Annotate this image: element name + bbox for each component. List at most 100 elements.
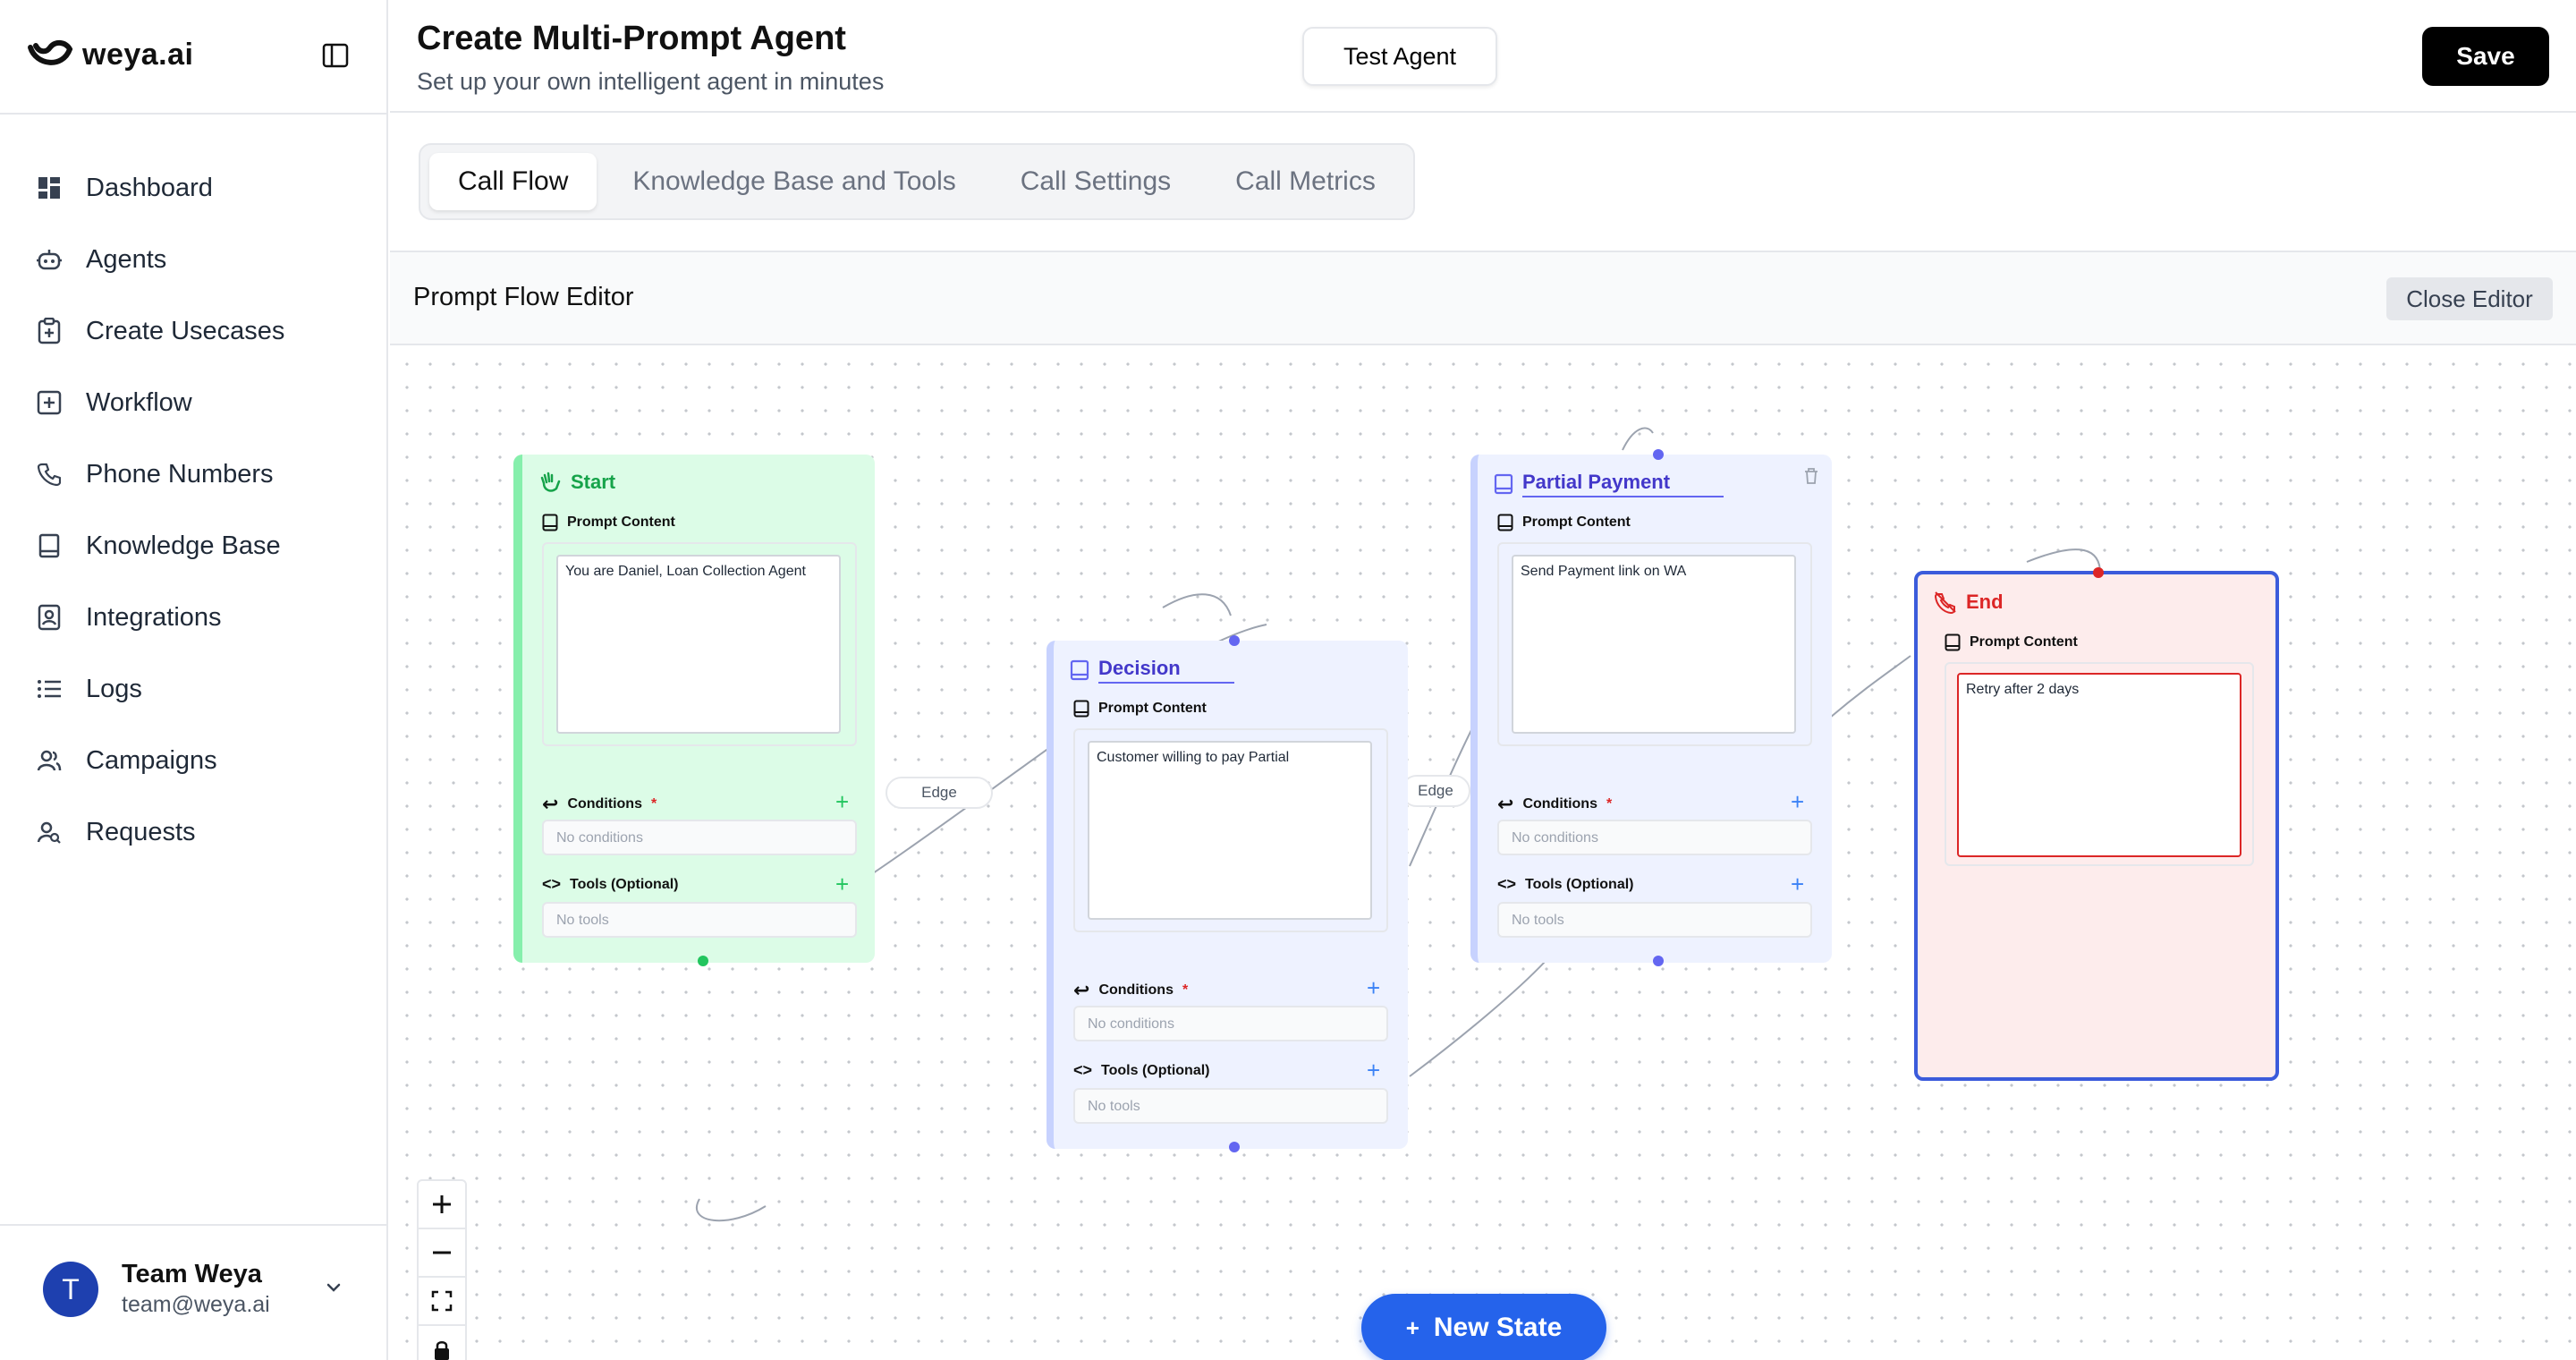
state-node-partial-payment[interactable]: Partial Payment Prompt Content Send Paym…	[1470, 449, 1832, 966]
editor-header: Prompt Flow Editor Close Editor	[390, 252, 2576, 345]
sidebar-item-workflow[interactable]: Workflow	[36, 367, 284, 438]
sidebar-item-agents[interactable]: Agents	[36, 224, 284, 295]
sidebar-item-phone-numbers[interactable]: Phone Numbers	[36, 438, 284, 510]
prompt-container	[1073, 728, 1388, 932]
sidebar-item-integrations[interactable]: Integrations	[36, 582, 284, 653]
sidebar-item-requests[interactable]: Requests	[36, 796, 284, 868]
zoom-out-button[interactable]	[419, 1229, 465, 1278]
phone-off-icon	[1934, 591, 1956, 614]
sidebar-item-logs[interactable]: Logs	[36, 653, 284, 725]
brand-name: weya.ai	[82, 37, 194, 72]
flow-canvas[interactable]: Edge Edge Start Prompt Content You are D…	[390, 347, 2576, 1360]
test-agent-button[interactable]: Test Agent	[1302, 27, 1497, 86]
sidebar-item-label: Logs	[86, 674, 142, 703]
node-handle-bottom[interactable]	[1229, 1142, 1240, 1152]
state-node-end[interactable]: End Prompt Content Retry after 2 days	[1914, 567, 2279, 1081]
sidebar-item-label: Create Usecases	[86, 316, 285, 345]
edge-label[interactable]: Edge	[886, 777, 993, 809]
add-condition-button[interactable]: +	[835, 788, 850, 815]
section-label-text: Tools (Optional)	[570, 876, 679, 892]
sidebar-divider	[0, 113, 388, 115]
sidebar-toggle-icon[interactable]	[322, 43, 349, 68]
book-icon	[1073, 700, 1089, 718]
add-condition-button[interactable]: +	[1367, 974, 1381, 1001]
section-label-text: Conditions	[1098, 982, 1174, 998]
new-state-button[interactable]: + New State	[1361, 1294, 1606, 1360]
prompt-content-label: Prompt Content	[1073, 700, 1207, 718]
sidebar-item-label: Agents	[86, 244, 167, 274]
prompt-flow-editor: Prompt Flow Editor Close Editor Edge Edg…	[390, 251, 2576, 1360]
tools-label: <> Tools (Optional)	[1497, 875, 1634, 894]
prompt-content-label: Prompt Content	[1945, 633, 2078, 651]
page-subtitle: Set up your own intelligent agent in min…	[417, 68, 885, 95]
lock-button[interactable]	[419, 1326, 465, 1360]
section-label-text: Conditions	[567, 796, 642, 812]
node-title-text: Start	[571, 471, 616, 493]
add-tool-button[interactable]: +	[1367, 1057, 1381, 1084]
tools-label: <> Tools (Optional)	[1073, 1061, 1210, 1080]
brand-logo[interactable]: weya.ai	[27, 32, 193, 77]
prompt-container	[1497, 542, 1812, 746]
state-node-start[interactable]: Start Prompt Content You are Daniel, Loa…	[513, 455, 875, 966]
editor-title: Prompt Flow Editor	[413, 283, 634, 311]
section-label-text: Conditions	[1522, 796, 1597, 812]
section-label-text: Prompt Content	[1970, 634, 2078, 650]
prompt-textarea[interactable]: Customer willing to pay Partial	[1088, 741, 1372, 920]
tools-label: <> Tools (Optional)	[542, 875, 679, 894]
prompt-content-label: Prompt Content	[1497, 514, 1631, 531]
tab-call-settings[interactable]: Call Settings	[1020, 166, 1172, 196]
tools-empty: No tools	[1073, 1088, 1388, 1124]
add-condition-button[interactable]: +	[1791, 788, 1805, 815]
prompt-textarea[interactable]: Send Payment link on WA	[1512, 555, 1796, 734]
user-menu[interactable]: T Team Weya team@weya.ai	[0, 1224, 388, 1360]
save-button[interactable]: Save	[2422, 27, 2549, 86]
section-label-text: Tools (Optional)	[1525, 876, 1634, 892]
node-title-input[interactable]: Partial Payment	[1522, 471, 1724, 497]
sidebar-item-create-usecases[interactable]: Create Usecases	[36, 295, 284, 367]
node-handle-top[interactable]	[1653, 449, 1664, 460]
tab-bar: Call Flow Knowledge Base and Tools Call …	[419, 143, 1415, 220]
tools-empty: No tools	[1497, 902, 1812, 938]
zoom-in-button[interactable]	[419, 1181, 465, 1229]
prompt-container	[542, 542, 857, 746]
sidebar-item-knowledge-base[interactable]: Knowledge Base	[36, 510, 284, 582]
conditions-empty: No conditions	[542, 820, 857, 855]
fit-view-button[interactable]	[419, 1278, 465, 1326]
trash-icon[interactable]	[1803, 467, 1819, 485]
close-editor-button[interactable]: Close Editor	[2386, 277, 2553, 320]
edge-loop-decision-top	[1162, 593, 1232, 616]
edge-loop-start	[696, 1198, 767, 1222]
chevron-down-icon[interactable]	[320, 1274, 347, 1301]
conditions-label: ↩ Conditions*	[1073, 979, 1189, 1001]
hand-wave-icon	[540, 472, 561, 492]
sidebar: weya.ai Dashboard Agents Create Usecases	[0, 0, 388, 1360]
prompt-textarea[interactable]: Retry after 2 days	[1957, 673, 2241, 857]
add-tool-button[interactable]: +	[835, 871, 850, 897]
plus-icon: +	[1405, 1313, 1419, 1341]
sidebar-item-label: Workflow	[86, 387, 192, 417]
node-handle-bottom[interactable]	[698, 956, 708, 966]
state-node-decision[interactable]: Decision Prompt Content Customer willing…	[1046, 635, 1408, 1152]
add-tool-button[interactable]: +	[1791, 871, 1805, 897]
conditions-empty: No conditions	[1073, 1006, 1388, 1041]
book-icon	[1497, 514, 1513, 531]
node-handle-top[interactable]	[2093, 567, 2104, 578]
page-title: Create Multi-Prompt Agent	[417, 20, 846, 57]
list-icon	[36, 676, 63, 702]
tab-call-metrics[interactable]: Call Metrics	[1235, 166, 1376, 196]
dashboard-icon	[36, 174, 63, 201]
prompt-textarea[interactable]: You are Daniel, Loan Collection Agent	[556, 555, 841, 734]
node-title: End	[1934, 591, 2004, 614]
edge-label[interactable]: Edge	[1401, 775, 1470, 807]
node-handle-top[interactable]	[1229, 635, 1240, 646]
page-header: Create Multi-Prompt Agent Set up your ow…	[390, 0, 2576, 113]
book-icon	[1070, 659, 1089, 681]
code-icon: <>	[542, 875, 562, 893]
sidebar-item-campaigns[interactable]: Campaigns	[36, 725, 284, 796]
sidebar-item-label: Integrations	[86, 602, 222, 632]
tab-call-flow[interactable]: Call Flow	[429, 153, 597, 210]
sidebar-item-dashboard[interactable]: Dashboard	[36, 152, 284, 224]
node-handle-bottom[interactable]	[1653, 956, 1664, 966]
node-title-input[interactable]: Decision	[1098, 657, 1234, 684]
tab-knowledge-base-and-tools[interactable]: Knowledge Base and Tools	[632, 166, 956, 196]
